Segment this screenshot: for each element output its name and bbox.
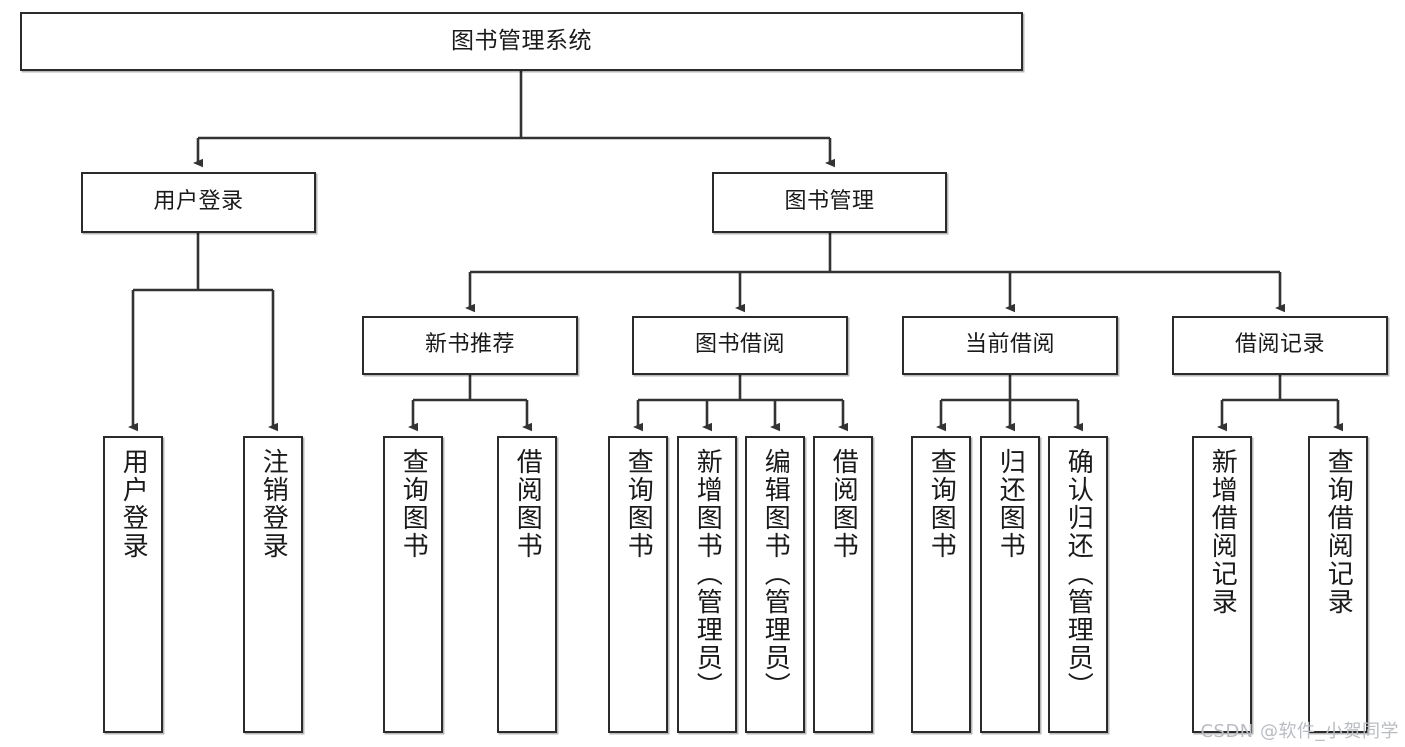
node-label: 用户登录 (153, 189, 244, 215)
node-label: 归还图书 (995, 448, 1026, 560)
node-label: 借阅图书 (828, 448, 859, 560)
node-label: 注销登录 (258, 448, 289, 560)
node-user-login[interactable]: 用户登录 (81, 172, 316, 233)
node-label: 图书管理系统 (451, 27, 592, 54)
node-book-manage[interactable]: 图书管理 (712, 172, 947, 233)
node-label: 查询图书 (398, 448, 429, 560)
node-leaf-add-record[interactable]: 新增借阅记录 (1192, 436, 1252, 733)
node-leaf-edit-book[interactable]: 编辑图书（管理员） (745, 436, 805, 733)
node-label: 借阅图书 (512, 448, 543, 560)
node-label: 新增借阅记录 (1207, 448, 1238, 616)
node-label: 查询借阅记录 (1323, 448, 1354, 616)
node-leaf-user-login[interactable]: 用户登录 (103, 436, 163, 733)
node-leaf-borrow-book-1[interactable]: 借阅图书 (497, 436, 557, 733)
node-borrow-record[interactable]: 借阅记录 (1172, 316, 1388, 375)
node-leaf-query-book-2[interactable]: 查询图书 (608, 436, 668, 733)
node-label: 借阅记录 (1234, 332, 1325, 358)
node-leaf-add-book[interactable]: 新增图书（管理员） (677, 436, 737, 733)
node-leaf-query-book-1[interactable]: 查询图书 (383, 436, 443, 733)
node-leaf-confirm-return[interactable]: 确认归还（管理员） (1048, 436, 1108, 733)
node-leaf-logout[interactable]: 注销登录 (243, 436, 303, 733)
node-label: 用户登录 (118, 448, 149, 560)
node-label: 确认归还（管理员） (1063, 448, 1094, 700)
node-book-borrow[interactable]: 图书借阅 (632, 316, 848, 375)
node-leaf-borrow-book-2[interactable]: 借阅图书 (813, 436, 873, 733)
node-label: 查询图书 (623, 448, 654, 560)
node-label: 图书管理 (784, 189, 875, 215)
node-new-book-recommend[interactable]: 新书推荐 (362, 316, 578, 375)
node-label: 图书借阅 (694, 332, 785, 358)
node-label: 新书推荐 (424, 332, 515, 358)
node-current-borrow[interactable]: 当前借阅 (902, 316, 1118, 375)
node-leaf-query-book-3[interactable]: 查询图书 (911, 436, 971, 733)
node-leaf-query-record[interactable]: 查询借阅记录 (1308, 436, 1368, 733)
node-label: 当前借阅 (964, 332, 1055, 358)
node-label: 查询图书 (926, 448, 957, 560)
watermark-text: CSDN @软件_小贺同学 (1200, 721, 1399, 742)
node-label: 编辑图书（管理员） (760, 448, 791, 700)
node-root-book-management-system[interactable]: 图书管理系统 (20, 12, 1023, 71)
node-leaf-return-book[interactable]: 归还图书 (980, 436, 1040, 733)
node-label: 新增图书（管理员） (692, 448, 723, 700)
